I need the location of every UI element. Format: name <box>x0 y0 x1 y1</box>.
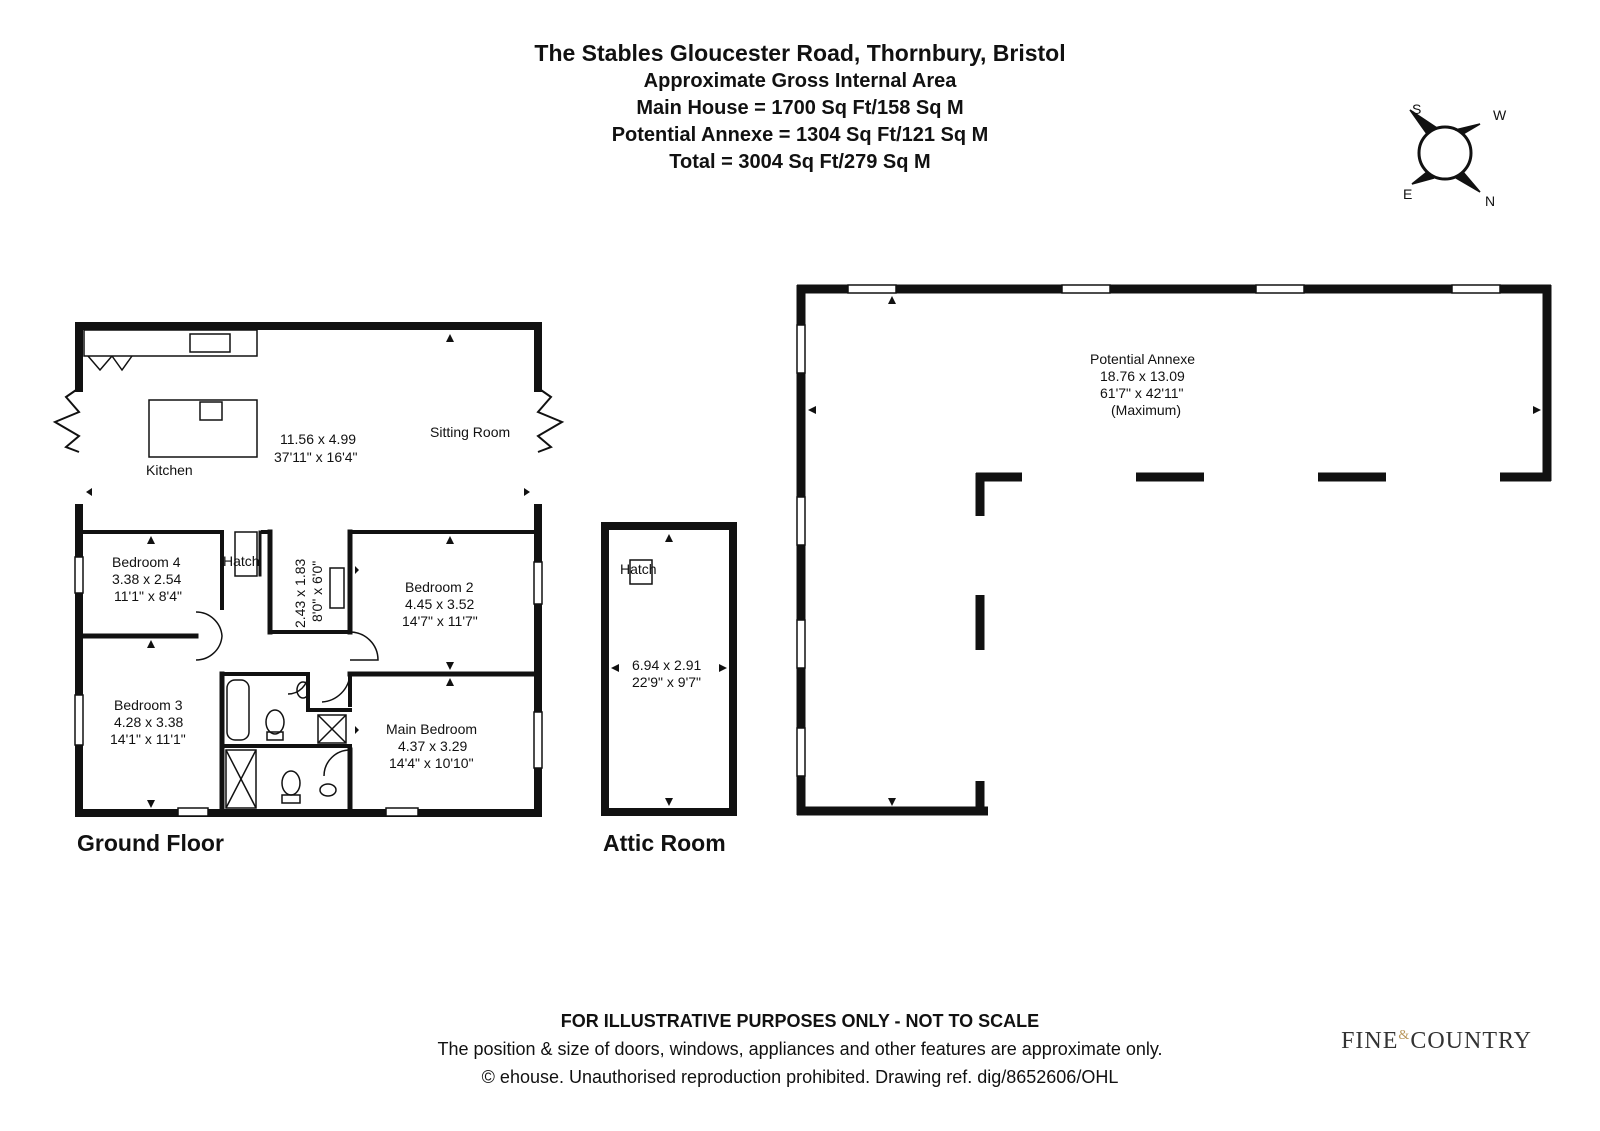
annexe-windows <box>796 284 1501 777</box>
hatch-label: Hatch <box>223 553 260 569</box>
compass-n: N <box>1485 193 1495 209</box>
main-bedroom-metric: 4.37 x 3.29 <box>398 738 467 754</box>
annexe-markers <box>808 296 1541 806</box>
subtitle: Approximate Gross Internal Area <box>643 70 957 92</box>
disclaimer-text: The position & size of doors, windows, a… <box>437 1039 1163 1059</box>
bedroom2-imperial: 14'7" x 11'7" <box>402 613 478 629</box>
bedroom3-metric: 4.28 x 3.38 <box>114 714 183 730</box>
annexe-note: (Maximum) <box>1111 402 1181 418</box>
compass-e: E <box>1403 186 1412 202</box>
attic-markers <box>611 534 727 806</box>
attic-imperial: 22'9" x 9'7" <box>632 674 701 690</box>
kitchen-label: Kitchen <box>146 462 193 478</box>
bedroom2-metric: 4.45 x 3.52 <box>405 596 474 612</box>
bifold-doors <box>52 387 565 453</box>
attic-hatch-label: Hatch <box>620 561 657 577</box>
compass-w: W <box>1493 107 1507 123</box>
total-area: Total = 3004 Sq Ft/279 Sq M <box>669 151 931 173</box>
main-house-area: Main House = 1700 Sq Ft/158 Sq M <box>636 97 964 119</box>
sitting-room-label: Sitting Room <box>430 424 510 440</box>
open-plan-metric: 11.56 x 4.99 <box>280 431 356 447</box>
disclaimer-heading: FOR ILLUSTRATIVE PURPOSES ONLY - NOT TO … <box>560 1011 1040 1031</box>
bedroom4-metric: 3.38 x 2.54 <box>112 571 181 587</box>
header: The Stables Gloucester Road, Thornbury, … <box>0 38 1600 176</box>
bedroom3-name: Bedroom 3 <box>114 697 183 713</box>
fine-country-logo: FINE&COUNTRY <box>1341 1028 1532 1055</box>
page-title: The Stables Gloucester Road, Thornbury, … <box>534 40 1066 66</box>
annexe-name: Potential Annexe <box>1090 351 1195 367</box>
annexe-area: Potential Annexe = 1304 Sq Ft/121 Sq M <box>611 124 989 146</box>
annexe-metric: 18.76 x 13.09 <box>1100 368 1185 384</box>
utility-metric: 2.43 x 1.83 <box>292 559 308 628</box>
bedroom4-name: Bedroom 4 <box>112 554 181 570</box>
bedroom4-imperial: 11'1" x 8'4" <box>114 588 182 604</box>
compass-s: S <box>1412 101 1421 117</box>
attic-fittings <box>629 559 653 585</box>
compass-icon <box>1409 109 1481 193</box>
main-bedroom-name: Main Bedroom <box>386 721 477 737</box>
ground-floor-label: Ground Floor <box>77 830 224 856</box>
attic-room-label: Attic Room <box>603 830 726 856</box>
annexe-imperial: 61'7" x 42'11" <box>1100 385 1184 401</box>
logo-country: COUNTRY <box>1410 1028 1532 1054</box>
orientation-markers <box>86 334 530 808</box>
bathroom-fittings <box>195 531 379 809</box>
utility-imperial: 8'0" x 6'0" <box>309 561 325 622</box>
attic-walls <box>601 522 737 816</box>
logo-fine: FINE <box>1341 1028 1399 1054</box>
kitchen-fittings <box>83 329 258 458</box>
bedroom2-name: Bedroom 2 <box>405 579 474 595</box>
footer: FOR ILLUSTRATIVE PURPOSES ONLY - NOT TO … <box>0 1007 1600 1091</box>
bedroom3-imperial: 14'1" x 11'1" <box>110 731 186 747</box>
attic-metric: 6.94 x 2.91 <box>632 657 701 673</box>
ground-windows <box>74 556 543 817</box>
main-bedroom-imperial: 14'4" x 10'10" <box>389 755 474 771</box>
logo-amp: & <box>1398 1028 1411 1043</box>
copyright-text: © ehouse. Unauthorised reproduction proh… <box>481 1067 1119 1087</box>
open-plan-imperial: 37'11" x 16'4" <box>274 449 358 465</box>
